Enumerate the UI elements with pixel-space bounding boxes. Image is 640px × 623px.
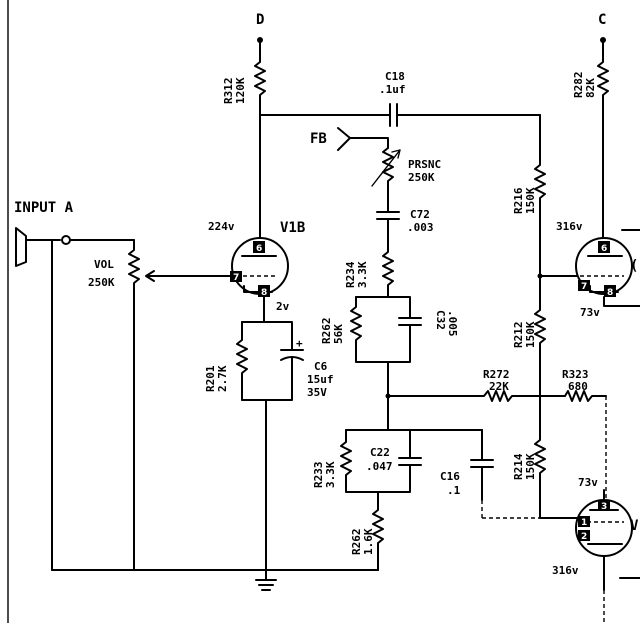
- r234-resistor: [382, 218, 394, 298]
- r282-value: 82K: [584, 78, 597, 98]
- r214-value: 150K: [524, 453, 537, 480]
- supply-c-label: C: [598, 12, 606, 28]
- r233-value: 3.3K: [324, 461, 337, 488]
- lower-right-pin-b-box: [578, 516, 590, 527]
- r262b-name: R262: [350, 529, 363, 556]
- vol-value: 250K: [88, 276, 115, 289]
- r262a-name: R262: [320, 318, 333, 345]
- c6-value: 15uf: [307, 373, 334, 386]
- r214-resistor: [534, 395, 581, 519]
- upper-right-pin-plate: 6: [601, 244, 607, 254]
- v1b-pin-cathode: 8: [261, 288, 267, 298]
- r312-value: 120K: [234, 77, 247, 104]
- supply-d-label: D: [256, 12, 264, 28]
- c18-value: .1uf: [379, 83, 406, 96]
- c6-polarity: +: [296, 337, 303, 350]
- input-jack-terminal: [61, 235, 71, 245]
- upper-right-pin-plate-box: [598, 241, 610, 253]
- presence-value: 250K: [408, 171, 435, 184]
- r262a-resistor: [350, 296, 362, 348]
- r272-resistor: [387, 390, 566, 402]
- feedback-label: FB: [310, 131, 327, 147]
- lower-right-pin-c-box: [578, 530, 590, 541]
- v1b-pin-plate: 6: [256, 244, 262, 254]
- v1b-pin-cathode-box: [258, 285, 270, 297]
- c6-rating: 35V: [307, 386, 327, 399]
- lower-right-pin-c: 2: [581, 532, 587, 542]
- r282-name: R282: [572, 72, 585, 99]
- r272-value: 22K: [489, 380, 509, 393]
- presence-pot: [382, 147, 394, 213]
- c22-value: .047: [366, 460, 393, 473]
- lower-right-pin-a: 3: [601, 502, 607, 512]
- r201-resistor: [236, 321, 248, 401]
- upper-right-pin-grid: 7: [581, 282, 587, 292]
- r234-value: 3.3K: [356, 261, 369, 288]
- lower-right-pin-a-box: [598, 500, 610, 511]
- r234-name: R234: [344, 261, 357, 288]
- c32-name: C32: [434, 310, 447, 330]
- r212-name: R212: [512, 322, 525, 349]
- r212-value: 150K: [524, 321, 537, 348]
- lower-right-pin-b: 1: [581, 518, 587, 528]
- r233-name: R233: [312, 462, 325, 489]
- r323-resistor: [564, 390, 607, 402]
- lower-right-cathode-voltage: 73v: [578, 476, 598, 489]
- upper-right-edge-label: (: [630, 258, 638, 274]
- input-jack-icon: [15, 227, 27, 267]
- presence-name: PRSNC: [408, 158, 441, 171]
- v1b-plate-voltage: 224v: [208, 220, 235, 233]
- r262b-value: 1.6K: [362, 528, 375, 555]
- upper-right-pin-grid-box: [578, 280, 590, 291]
- vol-name: VOL: [94, 258, 114, 271]
- v1b-cathode-voltage: 2v: [276, 300, 290, 313]
- input-label: INPUT A: [14, 200, 74, 216]
- c6-name: C6: [314, 360, 328, 373]
- feedback-wire: [349, 137, 389, 149]
- r323-value: 680: [568, 380, 588, 393]
- lower-right-edge-label: V: [630, 518, 639, 534]
- feedback-arrow: [337, 127, 351, 151]
- presence-wiper-arrow: [371, 149, 401, 187]
- v1b-pin-grid-box: [230, 271, 242, 282]
- c18-name: C18: [385, 70, 405, 83]
- lower-right-plate-voltage: 316v: [552, 564, 579, 577]
- upper-right-cathode-wire: [603, 296, 640, 307]
- r214-name: R214: [512, 453, 525, 480]
- upper-right-pin-cathode: 8: [607, 288, 613, 298]
- c16-name: C16: [440, 470, 460, 483]
- r262b-resistor: [372, 491, 384, 571]
- r262a-c32-box: [355, 296, 411, 363]
- r282-resistor: [597, 39, 609, 239]
- c22-name: C22: [370, 446, 390, 459]
- c32-value: .005: [446, 310, 459, 337]
- r216-value: 150K: [524, 187, 537, 214]
- r216-resistor: [534, 114, 546, 277]
- r312-name: R312: [222, 78, 235, 105]
- upper-right-pin-cathode-box: [604, 285, 616, 297]
- upper-right-plate-voltage: 316v: [556, 220, 583, 233]
- c72-name: C72: [410, 208, 430, 221]
- c16-value: .1: [447, 484, 461, 497]
- r201-name: R201: [204, 365, 217, 392]
- r212-resistor: [534, 275, 546, 397]
- r323-name: R323: [562, 368, 589, 381]
- r216-name: R216: [512, 187, 525, 214]
- r312-resistor: [254, 39, 266, 116]
- c72-value: .003: [407, 221, 434, 234]
- v1b-pin-grid: 7: [233, 273, 239, 283]
- v1b-label: V1B: [280, 220, 305, 236]
- r201-value: 2.7K: [216, 365, 229, 392]
- r262a-value: 56K: [332, 324, 345, 344]
- vol-pot: [128, 239, 140, 571]
- r272-name: R272: [483, 368, 510, 381]
- v1b-pin-plate-box: [253, 241, 265, 253]
- upper-right-cathode-voltage: 73v: [580, 306, 600, 319]
- cathode-rc-box: [241, 321, 293, 401]
- r233-resistor: [340, 429, 411, 493]
